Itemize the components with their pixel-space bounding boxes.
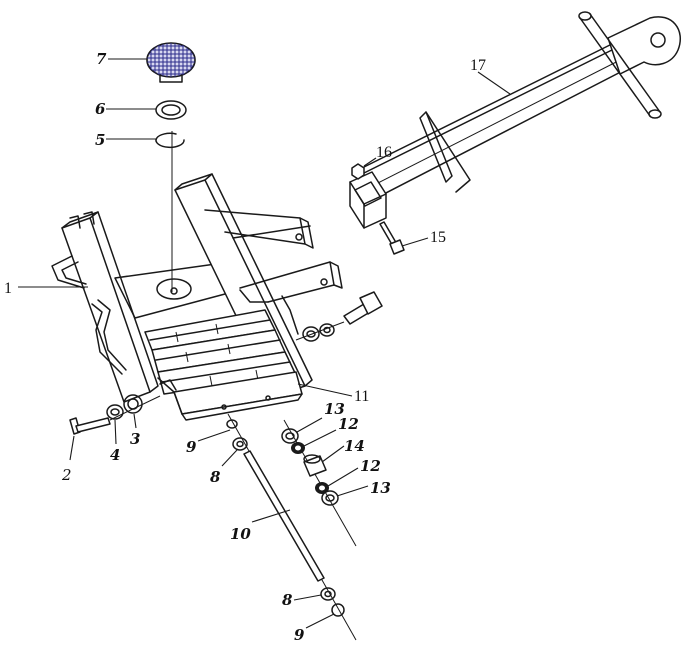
callout-17: 17 [470, 57, 486, 74]
part-16-nut: 16 [351, 144, 392, 180]
part-5-snap-ring: 5 [95, 131, 185, 149]
part-8-washer-upper: 8 [210, 437, 248, 486]
callout-9-upper: 9 [186, 438, 197, 456]
callout-12-upper: 12 [338, 415, 359, 433]
callout-2: 2 [61, 466, 72, 484]
callout-13-lower: 13 [370, 479, 391, 497]
callout-13-upper: 13 [324, 400, 345, 418]
part-7-knob: 7 [96, 42, 196, 83]
callout-14: 14 [344, 437, 365, 455]
left-bolt-axis [109, 395, 161, 421]
callout-9-lower: 9 [294, 626, 305, 644]
callout-5: 5 [95, 131, 105, 149]
callout-8-lower: 8 [282, 591, 293, 609]
callout-4: 4 [110, 446, 120, 464]
part-3-washer: 3 [123, 394, 143, 448]
callout-6: 6 [95, 100, 106, 118]
part-2-bolt: 2 [61, 417, 111, 484]
part-1-frame: 1 [4, 173, 343, 403]
part-12-nut-lower: 12 [315, 457, 381, 494]
side-bolt-assembly [295, 291, 383, 342]
callout-3: 3 [130, 430, 140, 448]
callout-10: 10 [230, 525, 251, 543]
callout-16: 16 [376, 144, 392, 161]
callout-12-lower: 12 [360, 457, 381, 475]
callout-15: 15 [430, 229, 446, 246]
part-14-bushing: 14 [303, 437, 365, 477]
part-15-bolt: 15 [379, 221, 446, 255]
part-13-washer-upper: 13 [281, 400, 345, 444]
part-13-washer-lower: 13 [321, 479, 391, 506]
part-10-shaft: 10 [227, 413, 357, 641]
part-8-washer-lower: 8 [282, 587, 336, 609]
part-6-washer: 6 [95, 100, 187, 120]
part-11-tray: 11 [157, 371, 369, 421]
callout-1: 1 [4, 280, 12, 297]
part-12-nut-upper: 12 [291, 415, 359, 454]
callout-7: 7 [96, 50, 107, 68]
part-4-washer: 4 [106, 404, 124, 464]
part-17-handle: 17 [349, 11, 681, 229]
callout-11: 11 [354, 388, 369, 405]
callout-8-upper: 8 [210, 468, 221, 486]
part-9-clip-lower: 9 [294, 603, 345, 644]
part-9-clip-upper: 9 [186, 419, 238, 456]
